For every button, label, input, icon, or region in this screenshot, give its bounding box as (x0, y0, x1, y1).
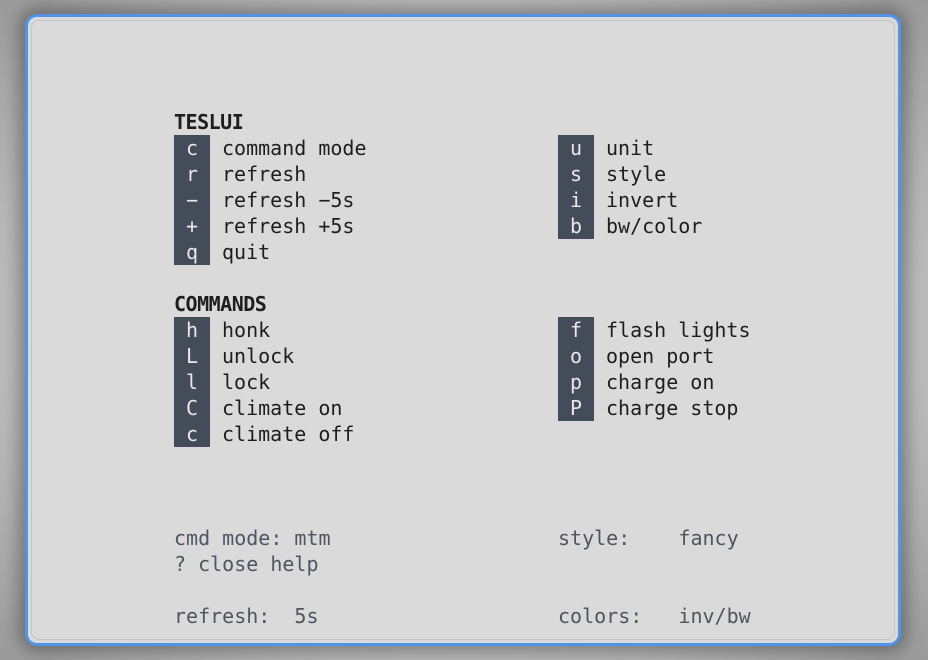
status-refresh: refresh: 5s (174, 604, 319, 628)
shortcut-key: u (558, 135, 594, 161)
shortcut-item: r refresh (174, 161, 367, 187)
help-window (25, 14, 901, 646)
shortcut-key: − (174, 187, 210, 213)
shortcut-key: L (174, 343, 210, 369)
shortcut-key: o (558, 343, 594, 369)
shortcut-label: charge stop (606, 396, 739, 420)
shortcut-label: invert (606, 188, 679, 212)
shortcut-label: style (606, 162, 667, 186)
shortcut-key: b (558, 213, 594, 239)
shortcut-label: flash lights (606, 318, 751, 342)
shortcut-key: f (558, 317, 594, 343)
shortcut-key: p (558, 369, 594, 395)
shortcut-item: b bw/color (558, 213, 702, 239)
shortcut-label: unit (606, 136, 655, 160)
status-right: style: fancy colors: inv/bw (558, 473, 751, 655)
close-help-hint[interactable]: ? close help (174, 552, 319, 576)
shortcut-key: i (558, 187, 594, 213)
shortcut-item: o open port (558, 343, 751, 369)
shortcut-label: climate on (222, 396, 343, 420)
shortcut-item: + refresh +5s (174, 213, 367, 239)
shortcut-key: h (174, 317, 210, 343)
shortcut-label: honk (222, 318, 271, 342)
shortcut-label: quit (222, 240, 271, 264)
shortcut-label: bw/color (606, 214, 703, 238)
shortcut-item: f flash lights (558, 317, 751, 343)
status-cmd-mode: cmd mode: mtm (174, 526, 331, 550)
status-colors: colors: inv/bw (558, 604, 751, 628)
shortcut-label: open port (606, 344, 715, 368)
shortcut-label: refresh −5s (222, 188, 355, 212)
shortcut-key: C (174, 395, 210, 421)
shortcut-item: p charge on (558, 369, 751, 395)
section-title-commands: COMMANDS (174, 292, 267, 316)
shortcut-key: s (558, 161, 594, 187)
shortcut-key: P (558, 395, 594, 421)
shortcut-label: unlock (222, 344, 295, 368)
shortcut-key: c (174, 135, 210, 161)
status-left: cmd mode: mtm refresh: 5s (174, 473, 331, 655)
shortcut-label: refresh (222, 162, 307, 186)
shortcut-item: c climate off (174, 421, 354, 447)
shortcut-key: c (174, 421, 210, 447)
shortcut-key: q (174, 239, 210, 265)
shortcut-key: l (174, 369, 210, 395)
shortcut-label: refresh +5s (222, 214, 355, 238)
shortcut-label: climate off (222, 422, 355, 446)
shortcut-item: c command mode (174, 135, 367, 161)
status-style: style: fancy (558, 526, 739, 550)
shortcut-label: lock (222, 370, 271, 394)
section-title-teslui: TESLUI (174, 110, 244, 134)
shortcut-item: −refresh −5s (174, 187, 367, 213)
shortcut-label: command mode (222, 136, 367, 160)
shortcut-key: + (174, 213, 210, 239)
shortcut-label: charge on (606, 370, 715, 394)
shortcut-key: r (174, 161, 210, 187)
